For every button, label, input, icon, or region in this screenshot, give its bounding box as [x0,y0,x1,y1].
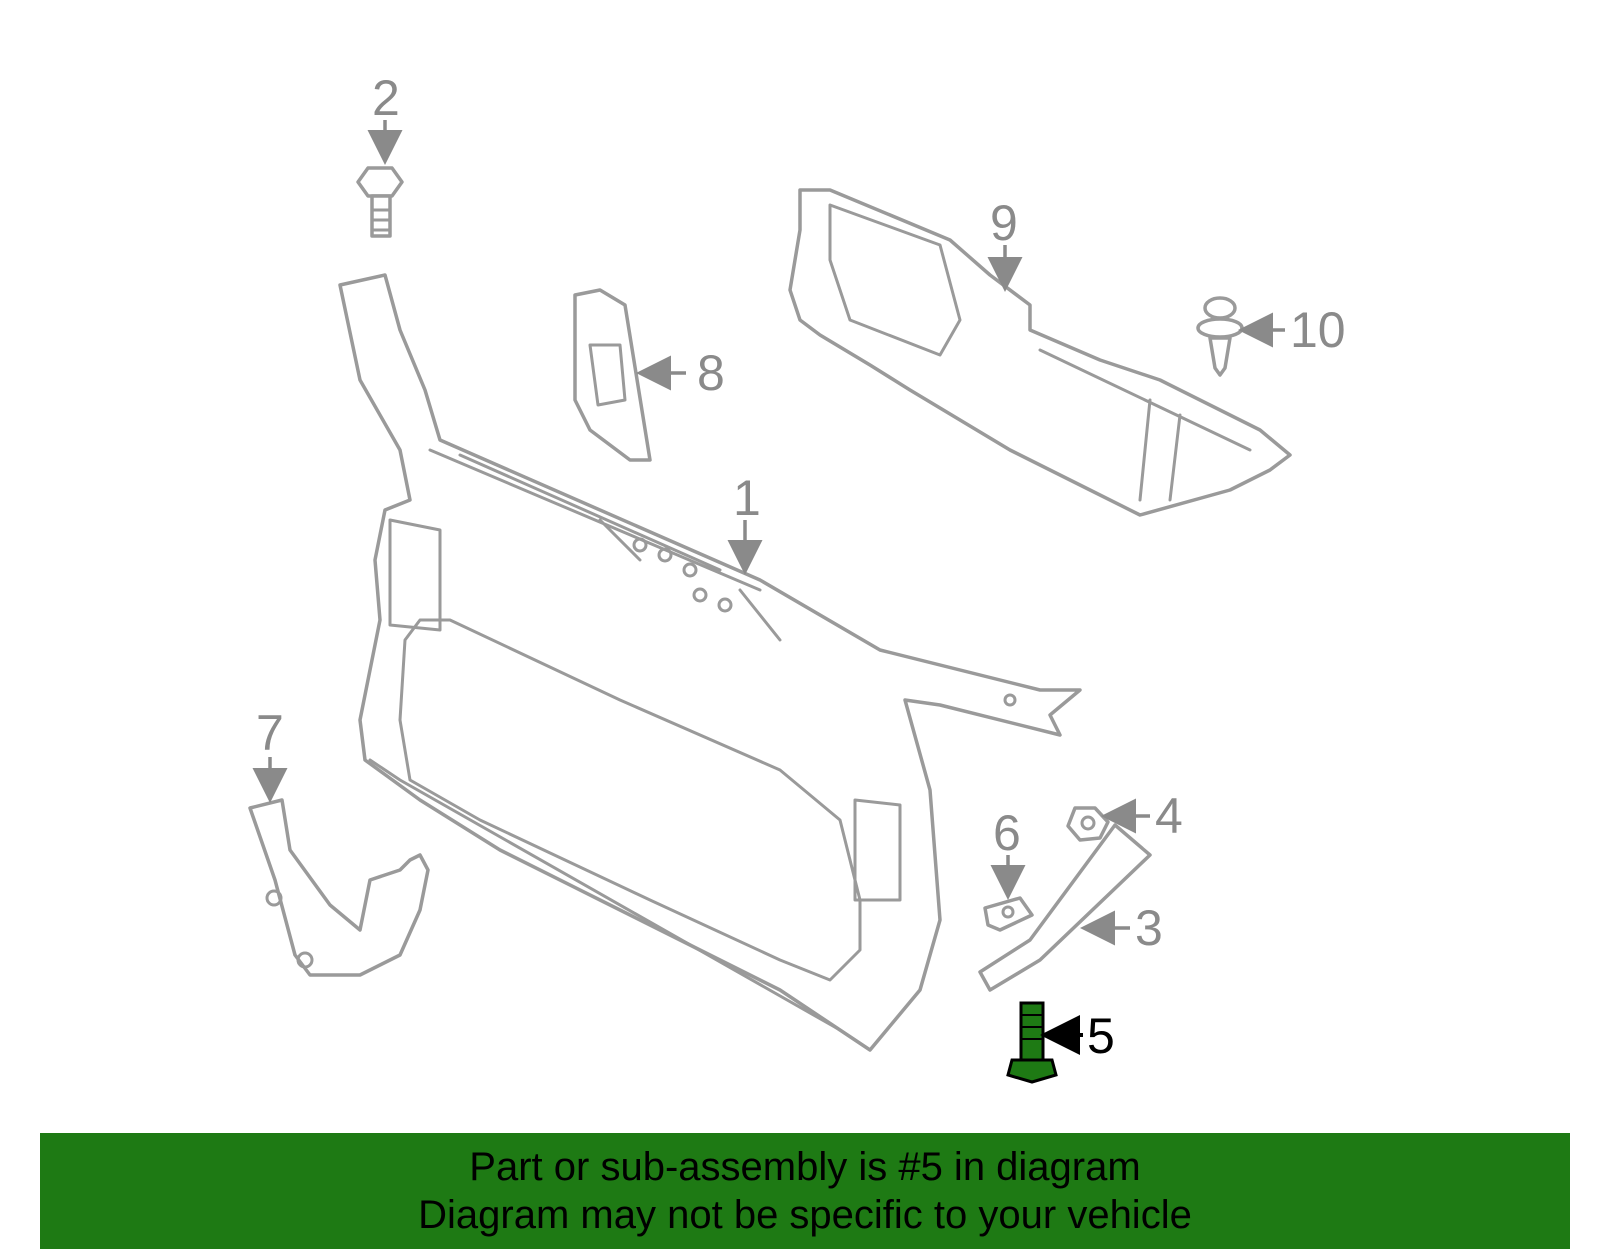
callout-1: 1 [733,470,761,526]
part-5-bolt[interactable] [1006,1001,1058,1084]
part-6-clip-nut[interactable] [983,896,1034,932]
part-7-lower-bracket[interactable] [248,798,430,977]
part-3-bracket[interactable] [978,823,1152,992]
callout-6: 6 [993,805,1021,861]
callout-5: 5 [1087,1008,1115,1064]
parts-diagram: 1 2 3 4 5 6 7 8 9 10 [248,70,1346,1084]
callout-9: 9 [990,195,1018,251]
info-banner: Part or sub-assembly is #5 in diagram Di… [40,1133,1570,1249]
part-2-bolt[interactable] [356,166,404,238]
part-8-plate[interactable] [573,288,652,462]
part-10-push-clip[interactable] [1196,296,1244,377]
callout-4: 4 [1155,788,1183,844]
banner-line-1: Part or sub-assembly is #5 in diagram [469,1145,1141,1189]
callout-8: 8 [697,345,725,401]
callout-7: 7 [256,705,284,761]
callout-2: 2 [372,70,400,126]
callout-3: 3 [1135,900,1163,956]
part-1-radiator-support[interactable] [338,273,1082,1052]
part-4-nut[interactable] [1066,806,1110,842]
banner-line-2: Diagram may not be specific to your vehi… [418,1193,1192,1237]
callout-10: 10 [1290,302,1346,358]
part-9-deflector[interactable] [788,188,1292,517]
